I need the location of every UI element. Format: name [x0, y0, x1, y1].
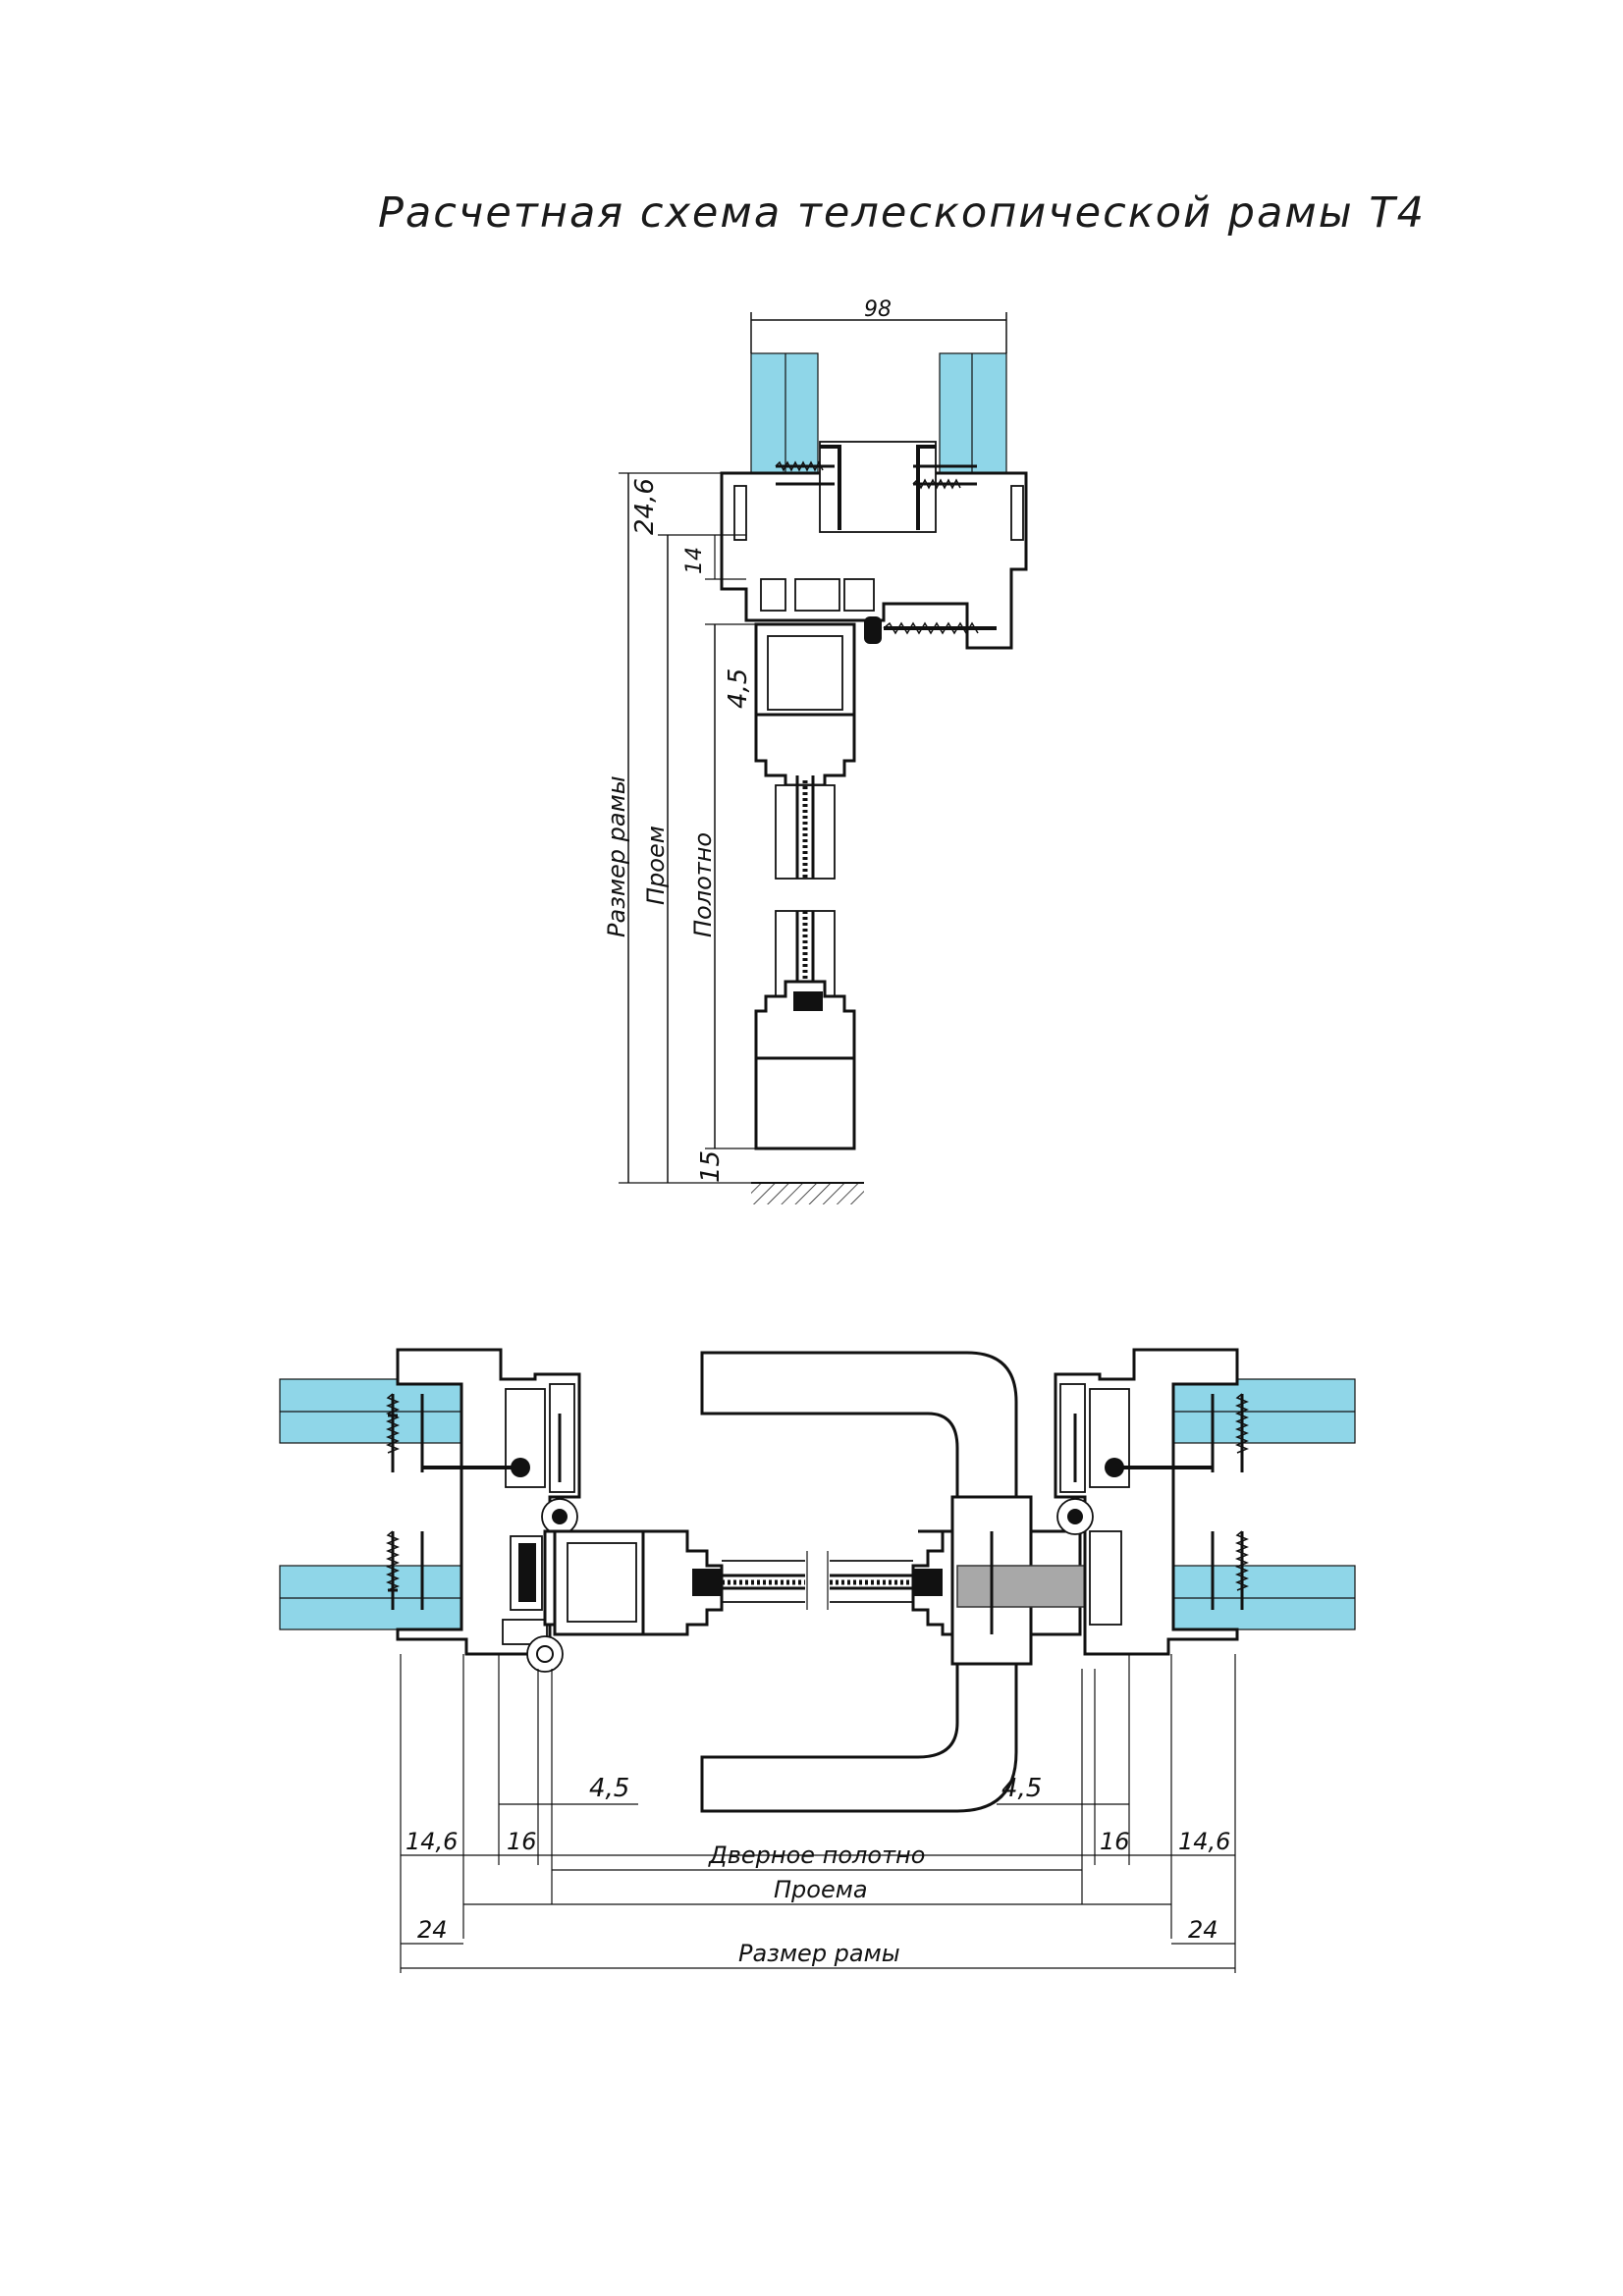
horizontal-dimensions: [400, 1654, 1236, 1973]
vertical-section: 98: [603, 297, 1028, 1204]
label-opening-horizontal: Проема: [774, 1876, 868, 1903]
dim-14-6-left-label: 14,6: [406, 1828, 458, 1855]
dim-24-left-label: 24: [417, 1916, 448, 1944]
lower-sash-profile: [754, 980, 856, 1150]
dim-15-label: 15: [696, 1150, 726, 1183]
glass-right: [1172, 1378, 1356, 1630]
dim-16-right-label: 16: [1100, 1828, 1130, 1855]
glass-left: [279, 1378, 462, 1630]
horizontal-section: 4,5 4,5 14,6 16 16 14,6 Дверное полотно …: [279, 1348, 1356, 1973]
dim-14-label: 14: [682, 547, 707, 574]
dim-14-6-right-label: 14,6: [1178, 1828, 1230, 1855]
label-opening-vertical: Проем: [642, 826, 670, 905]
left-frame-profile: [385, 1348, 581, 1673]
label-frame-size-horizontal: Размер рамы: [738, 1940, 900, 1967]
dim-4-5-left-label: 4,5: [589, 1774, 629, 1803]
right-frame-profile: [1054, 1348, 1250, 1656]
leaf-glass-right: [827, 1551, 913, 1610]
dim-98: 98: [750, 297, 1007, 353]
upper-sash-profile: [754, 622, 856, 787]
dim-4-5-right-label: 4,5: [1001, 1774, 1042, 1803]
left-leaf-profile: [553, 1529, 724, 1636]
right-leaf-profile: [911, 1495, 1105, 1666]
label-frame-size-vertical: Размер рамы: [603, 775, 630, 937]
page-title: Расчетная схема телескопической рамы Т4: [378, 188, 1426, 238]
dim-98-label: 98: [864, 297, 892, 322]
dim-24-right-label: 24: [1188, 1916, 1218, 1944]
dim-16-left-label: 16: [507, 1828, 537, 1855]
dim-4-5-label: 4,5: [724, 668, 753, 709]
floor-hatch: [751, 1182, 864, 1204]
label-door-leaf: Дверное полотно: [708, 1842, 925, 1869]
dim-24-6-label: 24,6: [630, 478, 660, 535]
vertical-dimensions: [619, 472, 756, 1184]
leaf-glass-upper: [775, 775, 836, 880]
label-leaf-vertical: Полотно: [689, 832, 717, 937]
leaf-glass-left: [722, 1551, 808, 1610]
door-handle: [700, 1351, 1018, 1813]
top-frame-profile: [720, 441, 1028, 650]
